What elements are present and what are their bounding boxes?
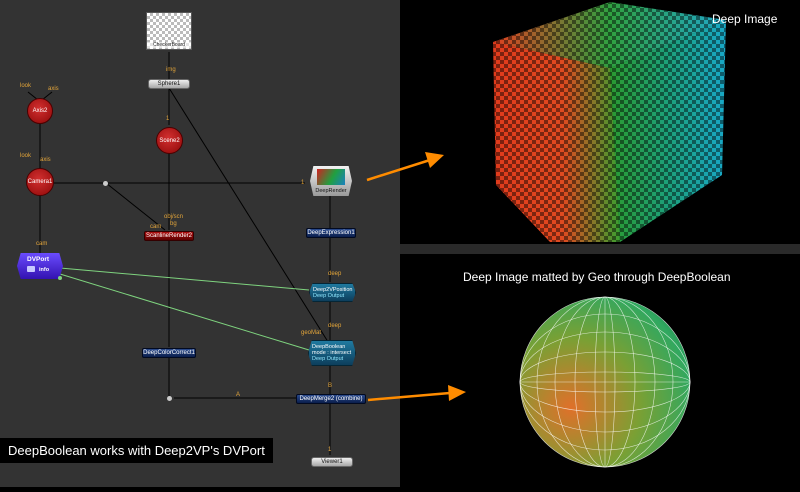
deepcolorcorrect-node[interactable]: DeepColorCorrect1	[142, 348, 196, 358]
scanline-cam-label: cam	[150, 224, 162, 230]
node-graph[interactable]: CheckerBoard img Sphere1 look axis Axis2…	[0, 0, 400, 487]
deepboolean-node[interactable]: DeepBoolean mode : intersect Deep Output	[308, 340, 356, 366]
boolean-deep-label: deep	[328, 323, 342, 329]
dvport-node[interactable]: DVPort info	[17, 253, 63, 279]
img-input-label: img	[166, 67, 176, 73]
scanlinerender-node[interactable]: ScanlineRender2	[144, 231, 194, 241]
deep-image-cube	[493, 2, 726, 242]
colorcorrect-dot[interactable]	[167, 396, 172, 401]
camera-node[interactable]: Camera1	[26, 168, 54, 196]
scene-input-label: 1	[166, 116, 170, 122]
deepmerge-node[interactable]: DeepMerge2 (combine)	[296, 394, 366, 404]
scene-node[interactable]: Scene2	[156, 127, 183, 154]
deeprender-node[interactable]: DeepRender	[310, 166, 352, 196]
axis-look-label: look	[20, 83, 32, 89]
merge-a-label: A	[236, 392, 241, 398]
deepboolean-mode: mode : intersect	[312, 350, 352, 356]
dvport-cam-label: cam	[36, 241, 48, 247]
camera-look-label: look	[20, 153, 32, 159]
wire-dvport-boolean	[59, 273, 310, 351]
camera-dot[interactable]	[103, 181, 108, 186]
deepexpression-node[interactable]: DeepExpression1	[306, 228, 356, 238]
deepboolean-title: DeepBoolean	[312, 344, 346, 350]
deep2vposition-sub: Deep Output	[313, 292, 345, 299]
bottom-viewer-title: Deep Image matted by Geo through DeepBoo…	[463, 270, 731, 284]
merge-b-label: B	[328, 383, 333, 389]
deepboolean-sub: Deep Output	[312, 356, 344, 362]
dvport-icon	[27, 266, 35, 272]
deep2vposition-node[interactable]: Deep2VPosition Deep Output	[309, 283, 356, 302]
viewer-node[interactable]: Viewer1	[311, 457, 353, 467]
camera-axis-label: axis	[40, 157, 51, 163]
scanline-bg-label: bg	[170, 221, 177, 227]
axis-node[interactable]: Axis2	[27, 98, 53, 124]
wire-camera-scanline	[105, 182, 166, 231]
dvport-info: info	[39, 267, 50, 273]
node-wires	[27, 52, 331, 455]
wire-dvport-deep2vp	[59, 267, 310, 291]
deep2vp-deep-label: deep	[328, 271, 342, 277]
deep2vposition-title: Deep2VPosition	[313, 286, 353, 293]
caption: DeepBoolean works with Deep2VP's DVPort	[0, 438, 273, 463]
dvport-output-dot	[58, 276, 62, 280]
deeprender-label: DeepRender	[315, 188, 347, 194]
viewer-input-label: 1	[328, 447, 332, 453]
boolean-geomat-label: geoMat	[301, 330, 322, 336]
scanline-objscn-label: obj/scn	[164, 214, 184, 220]
checkerboard-label: CheckerBoard	[147, 42, 191, 48]
axis-axis-label: axis	[48, 86, 59, 92]
matted-sphere	[519, 296, 691, 468]
deeprender-thumbnail	[317, 169, 345, 185]
checkerboard-node[interactable]: CheckerBoard	[146, 12, 192, 50]
sphere-node[interactable]: Sphere1	[148, 79, 190, 89]
dvport-title: DVPort	[27, 256, 50, 263]
top-viewer-title: Deep Image	[712, 12, 778, 26]
wire-sphere-boolean	[168, 87, 331, 346]
render-input-label: 1	[301, 180, 305, 186]
matted-image-viewer: Deep Image matted by Geo through DeepBoo…	[400, 254, 800, 487]
viewer-divider	[400, 244, 800, 254]
sphere-wireframe	[519, 296, 691, 468]
deep-image-viewer: Deep Image	[400, 0, 800, 244]
